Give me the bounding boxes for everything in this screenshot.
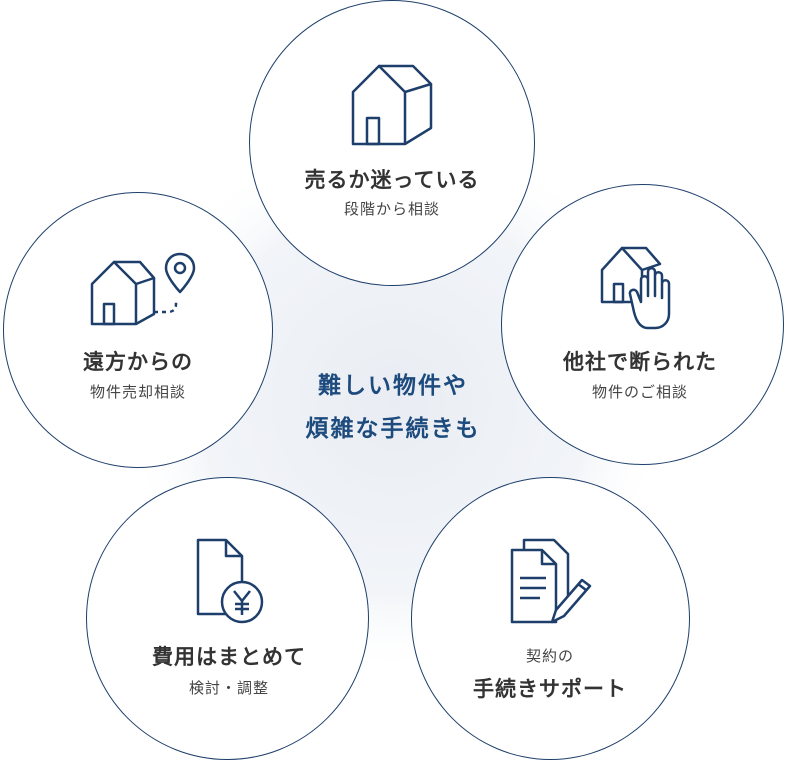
item-sub: 物件売却相談 [89,383,186,401]
item-title: 売るか迷っている [304,168,480,192]
item-title: 遠方からの [83,350,193,374]
item-sub: 検討・調整 [188,679,269,697]
item-sub: 契約の [525,647,574,665]
item-title: 手続きサポート [473,677,627,701]
document-yen-icon [196,538,264,624]
center-text-line1: 難しい物件や [318,373,468,399]
item-sub: 物件のご相談 [591,383,688,401]
item-sub: 段階から相談 [343,200,440,218]
item-title: 他社で断られた [563,350,717,374]
center-text-line2: 煩雑な手続きも [305,416,481,442]
house-location-pin-icon [90,252,196,326]
documents-pen-icon [510,538,592,624]
item-title: 費用はまとめて [152,645,306,669]
house-icon [351,64,433,146]
circle-remote-sale [3,192,273,468]
house-hand-stop-icon [600,246,671,330]
circle-cost-coordination [86,477,369,760]
